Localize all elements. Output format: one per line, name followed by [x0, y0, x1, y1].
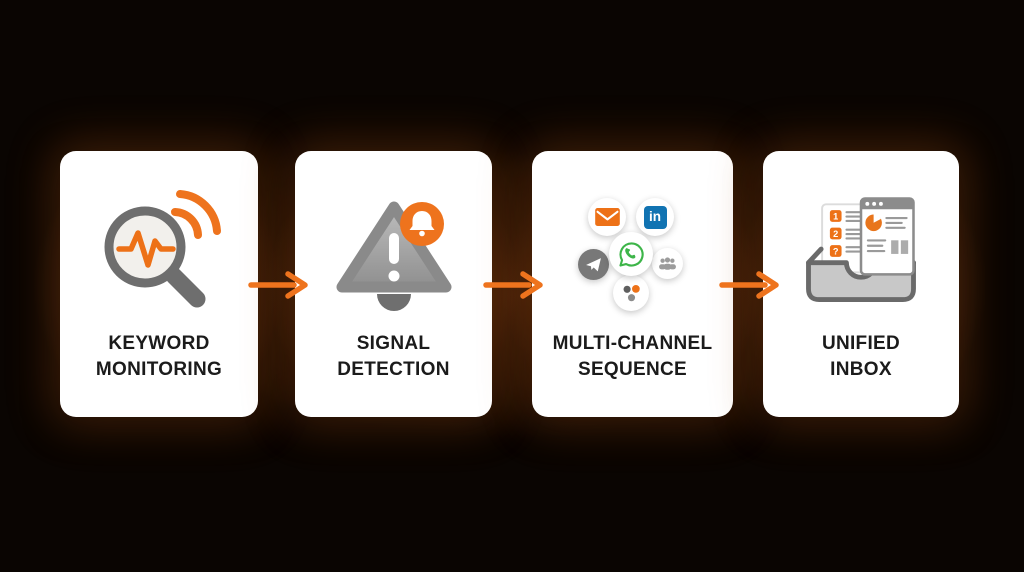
- inbox-documents-icon: 1 2 ?: [806, 197, 916, 303]
- list-marker-2: 2: [833, 229, 838, 239]
- step-title-line1: KEYWORD: [108, 333, 210, 354]
- telegram-icon: [578, 249, 609, 280]
- step-title: KEYWORD MONITORING: [60, 331, 258, 383]
- step-title-line2: SEQUENCE: [577, 359, 688, 380]
- linkedin-badge: in: [643, 205, 667, 229]
- list-marker-1: 1: [833, 211, 838, 221]
- step-title-line1: UNIFIED: [821, 333, 901, 354]
- step-card-unified-inbox: 1 2 ?: [763, 151, 959, 417]
- step-card-signal-detection: SIGNAL DETECTION: [295, 151, 492, 417]
- whatsapp-icon: [609, 232, 653, 276]
- menu-dots-icon: [613, 275, 649, 311]
- step-card-keyword-monitoring: KEYWORD MONITORING: [60, 151, 258, 417]
- email-icon: [588, 198, 626, 236]
- flow-arrow-icon: [719, 271, 779, 299]
- warning-triangle-bell-icon: [336, 201, 451, 311]
- step-title: SIGNAL DETECTION: [295, 331, 492, 383]
- list-marker-question: ?: [833, 246, 839, 256]
- linkedin-icon: in: [636, 198, 674, 236]
- step-card-multi-channel-sequence: in: [532, 151, 733, 417]
- step-title-line2: MONITORING: [95, 359, 223, 380]
- flow-arrow-icon: [483, 271, 543, 299]
- flow-arrow-icon: [248, 271, 308, 299]
- step-title: MULTI-CHANNEL SEQUENCE: [532, 331, 733, 383]
- step-title-line2: DETECTION: [337, 359, 450, 380]
- step-title: UNIFIED INBOX: [763, 331, 959, 383]
- audience-icon: [652, 248, 683, 279]
- magnifier-pulse-signal-icon: [104, 190, 221, 308]
- step-title-line1: SIGNAL: [356, 333, 431, 354]
- bar-chart-icon: [891, 240, 899, 254]
- analytics-window: [859, 197, 915, 276]
- step-title-line2: INBOX: [830, 359, 892, 380]
- bell-icon: [409, 211, 434, 237]
- step-title-line1: MULTI-CHANNEL: [552, 333, 713, 354]
